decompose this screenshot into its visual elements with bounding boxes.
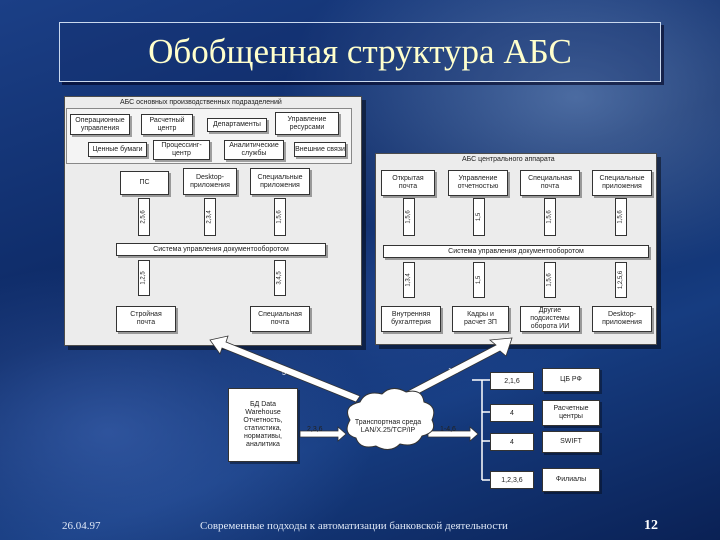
label-net-link: 1-4,6 — [440, 426, 456, 433]
footer-date: 26.04.97 — [62, 520, 101, 532]
label-left-link: 5 — [282, 370, 286, 377]
arrow-left-4: 1,2,5 — [138, 260, 150, 296]
arrow-right-2: 1,5 — [473, 198, 485, 236]
right-panel-header: АБС центрального аппарата — [462, 156, 555, 163]
arrow-right-7: 1,5,6 — [544, 262, 556, 298]
box-internal-accounting: Внутренняя бухгалтерия — [381, 306, 441, 332]
box-desktop-left: Desktop- приложения — [183, 168, 237, 195]
box-settlement: Расчетный центр — [141, 114, 193, 135]
box-internal-mail: Стройная почта — [116, 306, 176, 332]
box-special-apps-right: Специальные приложения — [592, 170, 652, 196]
title-frame: Обобщенная структура АБС — [59, 22, 661, 82]
arrow-left-3: 1,5,6 — [274, 198, 286, 236]
pent-cbr: 2,1,6 — [490, 372, 534, 390]
label-right-link: 1,2 — [448, 368, 458, 375]
label-db-link: 2,3,6 — [307, 426, 323, 433]
arrow-left-2: 2,3,4 — [204, 198, 216, 236]
arrow-right-6: 1,5 — [473, 262, 485, 298]
box-operational: Операционные управления — [70, 114, 130, 135]
box-resources: Управление ресурсами — [275, 112, 339, 135]
left-panel-header: АБС основных производственных подразделе… — [120, 99, 282, 106]
box-special-mail-left: Специальная почта — [250, 306, 310, 332]
docflow-bar-left: Система управления документооборотом — [116, 243, 326, 256]
box-ps: ПС — [120, 171, 169, 195]
box-branches: Филиалы — [542, 468, 600, 492]
box-settlement-centers: Расчетные центры — [542, 400, 600, 426]
arrow-right-1: 1,5,6 — [403, 198, 415, 236]
pent-branches: 1,2,3,6 — [490, 471, 534, 489]
box-open-mail: Открытая почта — [381, 170, 435, 196]
box-reporting: Управление отчетностью — [448, 170, 508, 196]
arrow-right-4: 1,5,6 — [615, 198, 627, 236]
page-number: 12 — [644, 518, 658, 533]
box-desktop-right: Desktop- приложения — [592, 306, 652, 332]
box-swift: SWIFT — [542, 431, 600, 453]
box-analytics: Аналитические службы — [224, 140, 284, 160]
slide-title: Обобщенная структура АБС — [148, 32, 572, 71]
arrow-left-5: 3,4,5 — [274, 260, 286, 296]
pent-swift: 4 — [490, 433, 534, 451]
box-data-warehouse: БД Data Warehouse Отчетность, статистика… — [228, 388, 298, 462]
box-processing: Процессинг- центр — [153, 140, 210, 160]
box-hr-payroll: Кадры и расчет ЗП — [452, 306, 509, 332]
arrow-right-3: 1,5,6 — [544, 198, 556, 236]
box-cbr: ЦБ РФ — [542, 368, 600, 392]
pent-settlement: 4 — [490, 404, 534, 422]
footer-text: Современные подходы к автоматизации банк… — [200, 520, 508, 532]
box-other-subsystems: Другие подсистемы оборота ИИ — [520, 306, 580, 332]
box-special-mail-right: Специальная почта — [520, 170, 580, 196]
docflow-bar-right: Система управления документооборотом — [383, 245, 649, 258]
box-departments: Департаменты — [207, 118, 267, 132]
box-securities: Ценные бумаги — [88, 142, 147, 157]
arrow-left-1: 2,5,6 — [138, 198, 150, 236]
arrow-right-5: 1,3,4 — [403, 262, 415, 298]
box-special-apps-left: Специальные приложения — [250, 168, 310, 195]
transport-network: Транспортная среда LAN/X.25/TCP/IP — [354, 419, 422, 434]
arrow-right-8: 1,2,5,6 — [615, 262, 627, 298]
box-external: Внешние связи — [294, 142, 346, 157]
